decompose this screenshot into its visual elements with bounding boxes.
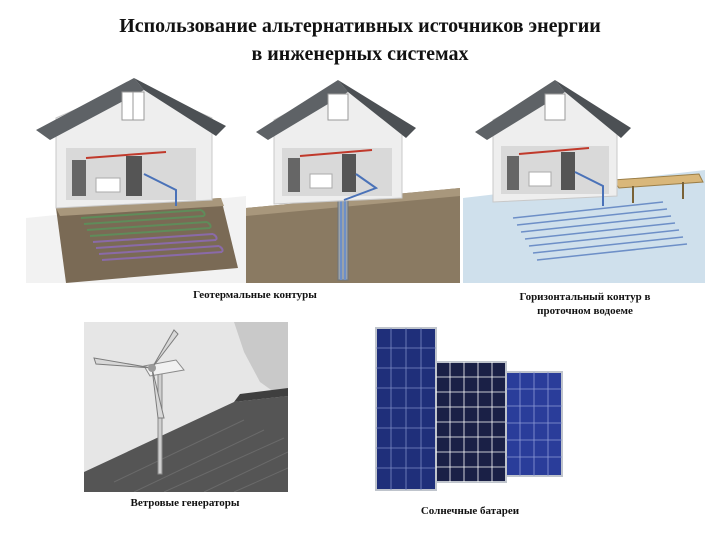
- caption-wind: Ветровые генераторы: [130, 497, 240, 509]
- caption-water-loop-line-1: Горизонтальный контур в: [519, 291, 651, 303]
- title-line-1: Использование альтернативных источников …: [119, 15, 601, 37]
- wind-turbine-photo: [84, 322, 288, 492]
- vertical-borehole-illustration: [246, 78, 460, 283]
- water-loop-illustration: [463, 78, 705, 283]
- caption-water-loop: Горизонтальный контур в проточном водоем…: [490, 290, 680, 318]
- geothermal-house-illustration: [26, 78, 246, 283]
- caption-solar: Солнечные батареи: [420, 505, 520, 517]
- solar-panels-photo: [374, 322, 566, 492]
- caption-water-loop-line-2: проточном водоеме: [537, 305, 633, 317]
- slide-title: Использование альтернативных источников …: [0, 12, 720, 68]
- title-line-2: в инженерных системах: [251, 43, 469, 65]
- caption-geothermal: Геотермальные контуры: [193, 289, 317, 301]
